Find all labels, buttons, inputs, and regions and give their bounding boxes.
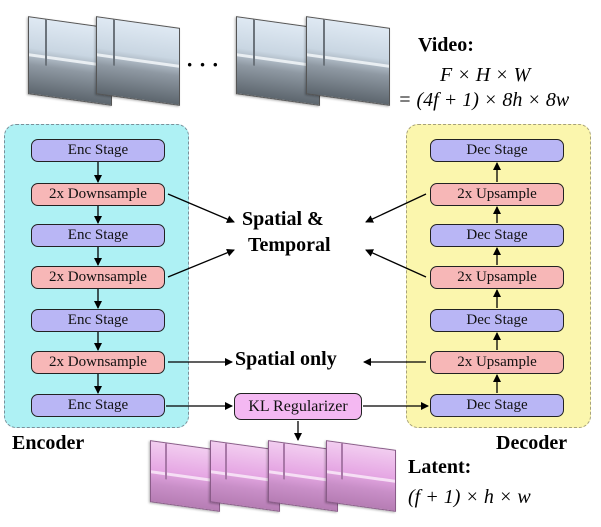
enc-stage-4: Enc Stage bbox=[31, 394, 165, 417]
dec-stage-1: Dec Stage bbox=[430, 139, 564, 162]
video-label: Video: bbox=[418, 34, 474, 56]
dec-stage-2: Dec Stage bbox=[430, 224, 564, 247]
enc-stage-2: Enc Stage bbox=[31, 224, 165, 247]
dec-stage-3: Dec Stage bbox=[430, 309, 564, 332]
st-to-dec-arrow bbox=[365, 249, 427, 278]
st-to-dec-arrow bbox=[365, 193, 427, 223]
spatial-temporal-label-2: Temporal bbox=[248, 234, 331, 256]
video-dims-line1: F × H × W bbox=[440, 64, 531, 86]
video-ellipsis: · · · bbox=[186, 52, 220, 77]
enc-stage-3: Enc Stage bbox=[31, 309, 165, 332]
spatial-temporal-label-1: Spatial & bbox=[242, 208, 324, 230]
dec-stage-4: Dec Stage bbox=[430, 394, 564, 417]
encoder-label: Encoder bbox=[12, 432, 85, 454]
latent-label: Latent: bbox=[408, 456, 472, 478]
enc-stage-1: Enc Stage bbox=[31, 139, 165, 162]
latent-dims: (f + 1) × h × w bbox=[408, 486, 531, 508]
dec-upsample-1: 2x Upsample bbox=[430, 183, 564, 206]
video-dims-line2: = (4f + 1) × 8h × 8w bbox=[398, 89, 570, 111]
kl-regularizer: KL Regularizer bbox=[234, 393, 362, 420]
enc-downsample-1: 2x Downsample bbox=[31, 183, 165, 206]
enc-downsample-3: 2x Downsample bbox=[31, 351, 165, 374]
dec-upsample-2: 2x Upsample bbox=[430, 266, 564, 289]
enc-to-st-arrow bbox=[167, 193, 235, 223]
decoder-label: Decoder bbox=[496, 432, 568, 454]
dec-upsample-3: 2x Upsample bbox=[430, 351, 564, 374]
spatial-only-label: Spatial only bbox=[235, 348, 337, 370]
enc-to-st-arrow bbox=[167, 248, 235, 278]
enc-downsample-2: 2x Downsample bbox=[31, 266, 165, 289]
